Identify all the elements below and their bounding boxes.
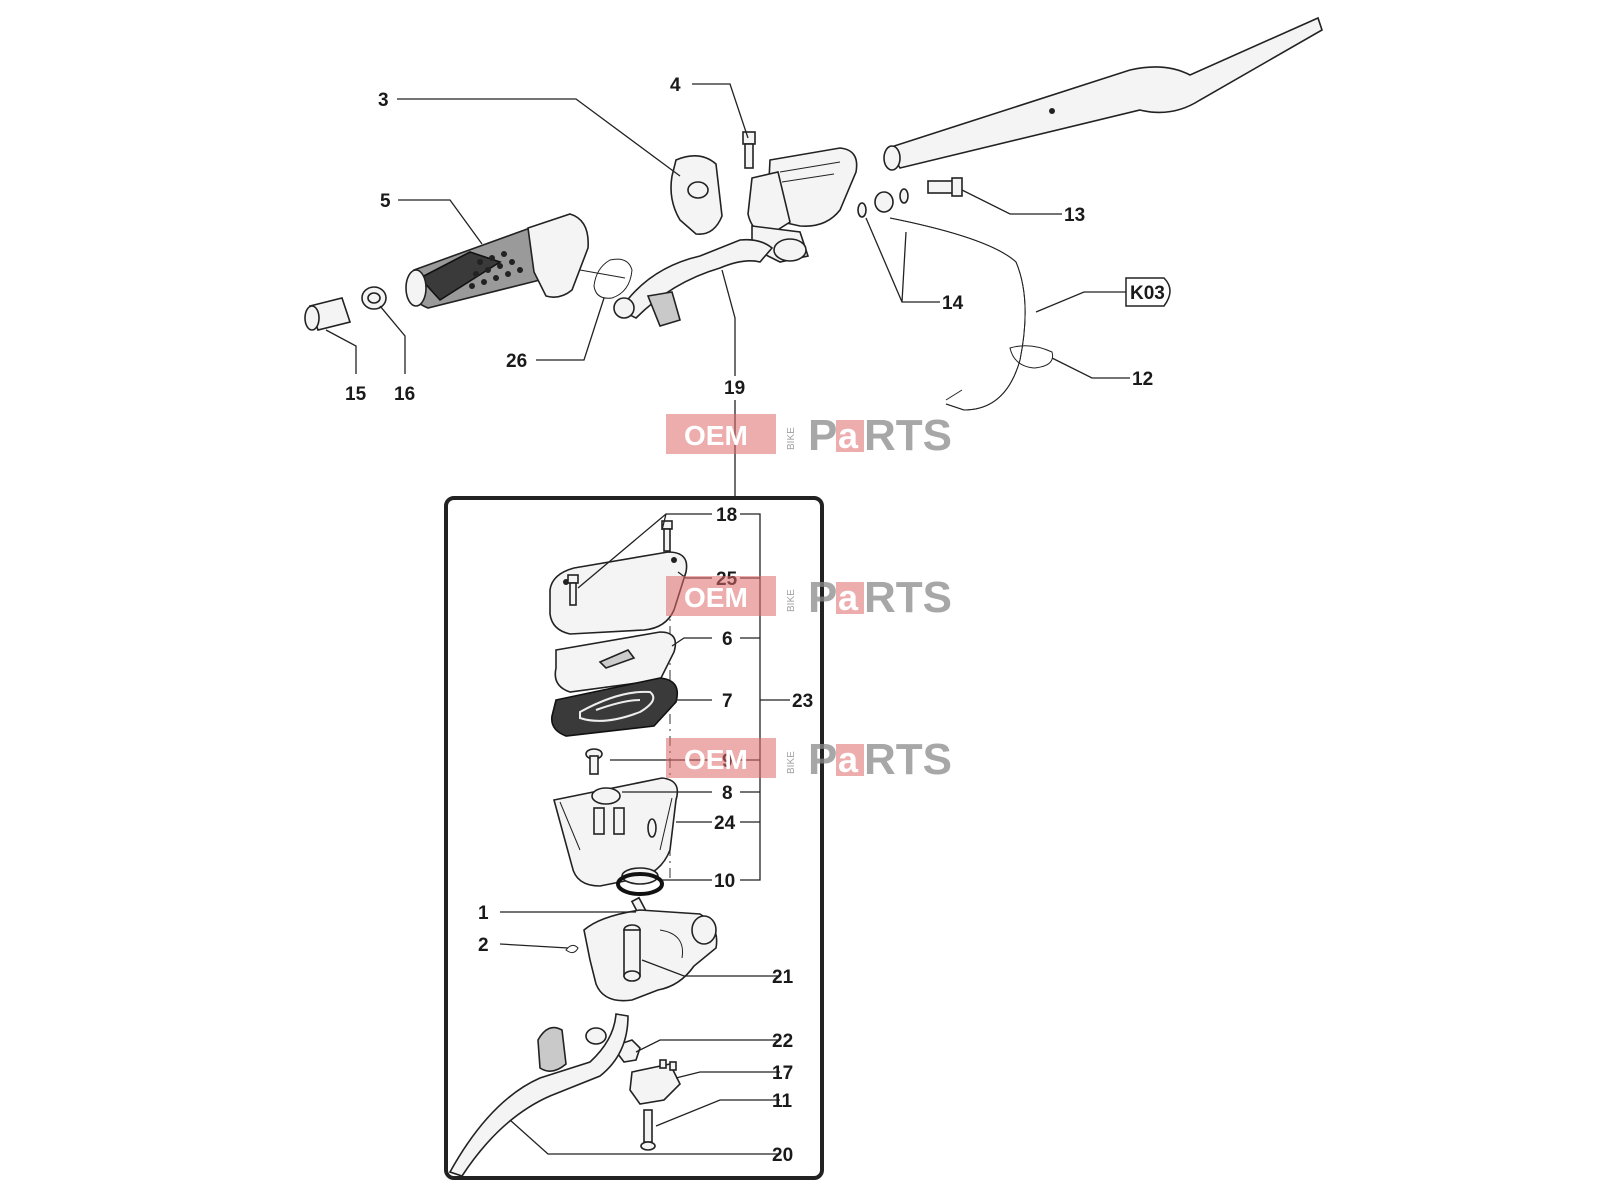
banjo-bolt-13 <box>927 177 963 197</box>
master-cylinder-assembly <box>747 147 858 263</box>
svg-text:a: a <box>838 739 859 780</box>
callout-22: 22 <box>772 1031 793 1052</box>
brake-hose <box>889 217 1026 411</box>
clamp-3 <box>670 155 723 235</box>
callout-5: 5 <box>380 191 391 212</box>
switch-17 <box>629 1059 681 1105</box>
ring-26 <box>579 258 633 299</box>
svg-text:P: P <box>808 573 837 622</box>
watermark-1: OEM BIKE P a RTS <box>666 411 952 460</box>
screw-11 <box>640 1109 656 1151</box>
callout-12: 12 <box>1132 369 1153 390</box>
watermark-2: OEM BIKE P a RTS <box>666 573 952 622</box>
callout-labels: 3 4 5 13 14 12 15 16 26 19 18 25 6 7 23 … <box>345 75 1153 1166</box>
handlebar-tube <box>883 16 1323 171</box>
callout-21: 21 <box>772 967 794 988</box>
reference-tag-label: K03 <box>1130 283 1165 304</box>
callout-7: 7 <box>722 691 733 712</box>
svg-text:OEM: OEM <box>684 744 748 775</box>
callout-2: 2 <box>478 935 489 956</box>
bar-end-15 <box>304 297 352 331</box>
callout-23: 23 <box>792 691 813 712</box>
callout-15: 15 <box>345 384 367 405</box>
grip-5 <box>405 213 589 309</box>
reference-tag-k03: K03 <box>1125 277 1171 307</box>
callout-4: 4 <box>670 75 681 96</box>
screw-18-b <box>567 574 579 606</box>
callout-14: 14 <box>942 293 964 314</box>
bolt-4 <box>742 131 756 169</box>
svg-text:RTS: RTS <box>864 411 952 460</box>
callout-19: 19 <box>724 378 745 399</box>
callout-11: 11 <box>772 1091 793 1112</box>
watermark-3: OEM BIKE P a RTS <box>666 735 952 784</box>
svg-text:P: P <box>808 735 837 784</box>
lever-19 <box>613 238 774 327</box>
pin-2 <box>565 944 579 954</box>
callout-24: 24 <box>714 813 736 834</box>
screw-9 <box>585 748 603 775</box>
callout-18: 18 <box>716 505 737 526</box>
svg-text:a: a <box>838 577 859 618</box>
svg-text:OEM: OEM <box>684 420 748 451</box>
washers-14 <box>857 188 909 218</box>
callout-16: 16 <box>394 384 415 405</box>
callout-1: 1 <box>478 903 489 924</box>
svg-text:RTS: RTS <box>864 735 952 784</box>
screw-18-a <box>661 520 673 552</box>
svg-text:BIKE: BIKE <box>786 589 797 612</box>
svg-text:BIKE: BIKE <box>786 751 797 774</box>
master-cylinder-body <box>583 909 718 1002</box>
lever-20 <box>448 1013 629 1177</box>
svg-text:BIKE: BIKE <box>786 427 797 450</box>
svg-text:OEM: OEM <box>684 582 748 613</box>
svg-text:P: P <box>808 411 837 460</box>
callout-8: 8 <box>722 783 733 804</box>
svg-text:RTS: RTS <box>864 573 952 622</box>
clip-12 <box>1009 345 1054 369</box>
pin-21 <box>623 924 641 982</box>
svg-text:a: a <box>838 415 859 456</box>
o-ring-10 <box>616 872 664 896</box>
diaphragm-7 <box>550 677 679 737</box>
inset-detail-box <box>444 496 824 1180</box>
callout-20: 20 <box>772 1145 793 1166</box>
callout-26: 26 <box>506 351 527 372</box>
reservoir-24 <box>553 777 679 887</box>
spacer-16 <box>361 286 387 310</box>
callout-17: 17 <box>772 1063 793 1084</box>
callout-6: 6 <box>722 629 733 650</box>
callout-10: 10 <box>714 871 735 892</box>
callout-13: 13 <box>1064 205 1085 226</box>
callout-3: 3 <box>378 90 389 111</box>
